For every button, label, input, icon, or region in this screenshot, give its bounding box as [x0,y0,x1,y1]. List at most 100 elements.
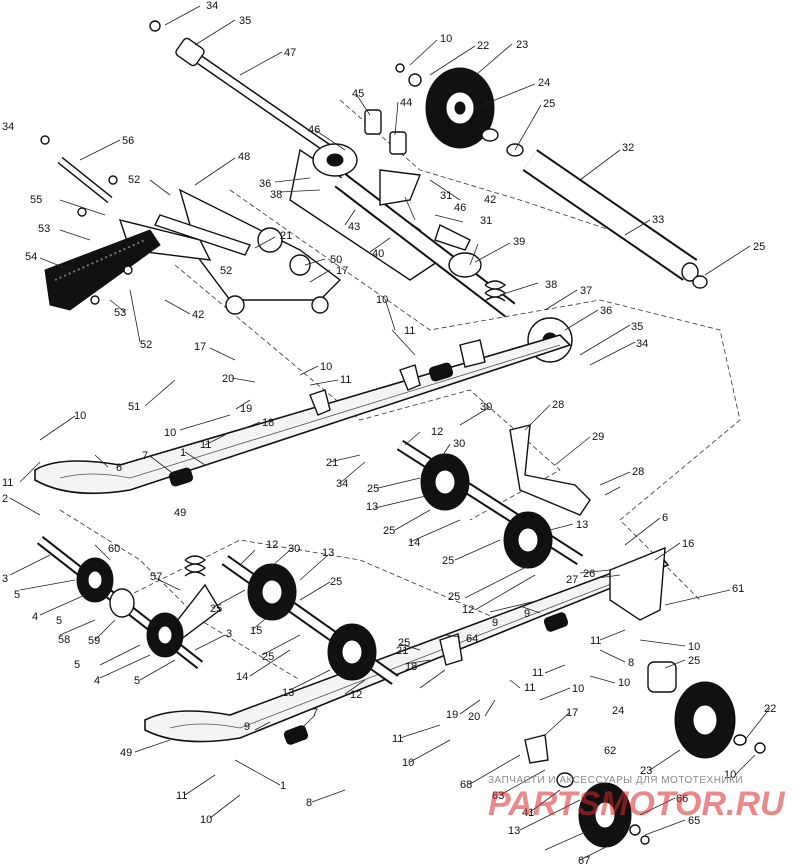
part-label-60: 60 [108,543,120,555]
part-label-11-mid-b: 11 [340,374,351,386]
part-label-58: 58 [58,634,70,646]
watermark-logo: PARTSMOTOR.RU [488,785,786,823]
part-label-25-lower-a: 25 [330,576,342,588]
lower-slide-rail [144,546,670,764]
part-label-32: 32 [622,142,634,154]
part-label-53-left: 53 [38,223,50,235]
part-label-25-lower-c: 25 [262,651,274,663]
part-label-48: 48 [238,151,250,163]
part-label-22-top: 22 [477,40,489,52]
part-label-5-left-b: 5 [56,615,62,627]
part-label-14-lower: 14 [236,671,248,683]
center-idler-wheels [396,424,591,569]
part-label-68: 68 [460,779,472,791]
part-label-24-top: 24 [538,77,550,89]
part-label-46-upper: 46 [308,124,320,136]
part-label-25-right: 25 [753,241,765,253]
part-label-11-mid-a: 11 [404,325,415,337]
part-label-9-right: 9 [524,608,530,620]
part-label-11-mid-c: 11 [200,439,211,451]
part-label-34-lower: 34 [336,478,348,490]
part-label-21-lower: 21 [396,645,408,657]
part-label-13-mid-b: 13 [576,519,588,531]
part-label-3-mid: 3 [226,628,232,640]
part-label-13-mid-a: 13 [366,501,378,513]
part-label-6-upper: 6 [116,462,122,474]
part-label-18-upper: 18 [262,417,274,429]
part-label-63: 63 [492,790,504,802]
part-label-51: 51 [128,401,140,413]
part-label-25-mid-a: 25 [367,483,379,495]
part-label-15: 15 [250,625,262,637]
part-label-54: 54 [25,251,37,263]
part-label-13-lower-b: 13 [282,687,294,699]
part-label-17-upper: 17 [336,265,348,277]
upper-shaft-assembly [149,20,333,155]
watermark: ЗАПЧАСТИ И АКСЕССУАРЫ ДЛЯ МОТОТЕХНИКИ PA… [488,775,786,823]
part-label-36-upper: 36 [259,178,271,190]
part-label-10-mid-c: 10 [164,427,176,439]
front-bumper-assembly [40,135,251,311]
part-label-12-mid: 12 [462,604,474,616]
part-label-25-lower-b: 25 [210,603,222,615]
part-label-9-lower-b: 9 [244,721,250,733]
part-label-10-left: 10 [74,410,86,422]
part-label-55: 55 [30,194,42,206]
part-label-2: 2 [2,493,8,505]
part-label-14-upper: 14 [408,537,420,549]
part-label-10-right-d: 10 [724,769,736,781]
part-label-11-right-a: 11 [590,635,601,647]
part-label-38-upper: 38 [270,189,282,201]
part-label-62: 62 [604,745,616,757]
part-label-28-upper: 28 [552,399,564,411]
part-label-30-upper: 30 [453,438,465,450]
part-label-7-upper: 7 [142,450,148,462]
part-label-46-mid: 46 [454,202,466,214]
part-label-33: 33 [652,214,664,226]
part-label-34-mid: 34 [636,338,648,350]
part-label-19-lower: 19 [446,709,458,721]
part-label-40: 40 [372,248,384,260]
part-label-49-lower: 49 [120,747,132,759]
part-label-25-mid-b: 25 [383,525,395,537]
part-label-53-lower: 53 [114,307,126,319]
rear-idler-wheel [647,661,766,759]
watermark-caption: ЗАПЧАСТИ И АКСЕССУАРЫ ДЛЯ МОТОТЕХНИКИ [488,775,743,786]
part-label-27: 27 [566,574,578,586]
bottom-wheel [556,772,650,848]
top-idler-wheel [395,63,524,157]
part-label-22-lower: 22 [764,703,776,715]
part-label-1-lower: 1 [280,780,286,792]
part-label-5-left-d: 5 [134,675,140,687]
part-label-4-left-b: 4 [94,675,100,687]
part-label-17-mid: 17 [194,341,206,353]
part-label-52-upper: 52 [128,174,140,186]
part-label-38-mid: 38 [545,279,557,291]
part-label-29: 29 [592,431,604,443]
part-label-61: 61 [732,583,744,595]
part-label-10-mid-b: 10 [320,361,332,373]
part-label-12-lower-b: 12 [350,689,362,701]
part-label-10-right-c: 10 [572,683,584,695]
part-label-30-lower: 30 [288,543,300,555]
leader-lines [9,5,771,861]
part-number-labels: 34 35 47 10 22 23 24 25 32 33 25 34 56 4… [2,0,776,867]
part-label-11-right-b: 11 [532,667,543,679]
part-label-67: 67 [578,855,590,867]
part-label-31-a: 31 [440,190,452,202]
part-label-12-upper: 12 [431,426,443,438]
part-label-12-lower-a: 12 [266,539,278,551]
part-label-25-mid-d: 25 [448,591,460,603]
part-label-42-left: 42 [192,309,204,321]
part-label-25-lower-d: 25 [398,637,410,649]
part-label-34-top: 34 [206,0,218,12]
part-label-50: 50 [330,254,342,266]
part-label-39: 39 [513,236,525,248]
rear-shaft-assembly [522,149,708,289]
part-label-23-lower: 23 [640,765,652,777]
part-label-9-lower-a: 9 [492,617,498,629]
part-label-6-right: 6 [662,512,668,524]
part-label-20-lower: 20 [468,711,480,723]
part-label-35-top: 35 [239,15,251,27]
